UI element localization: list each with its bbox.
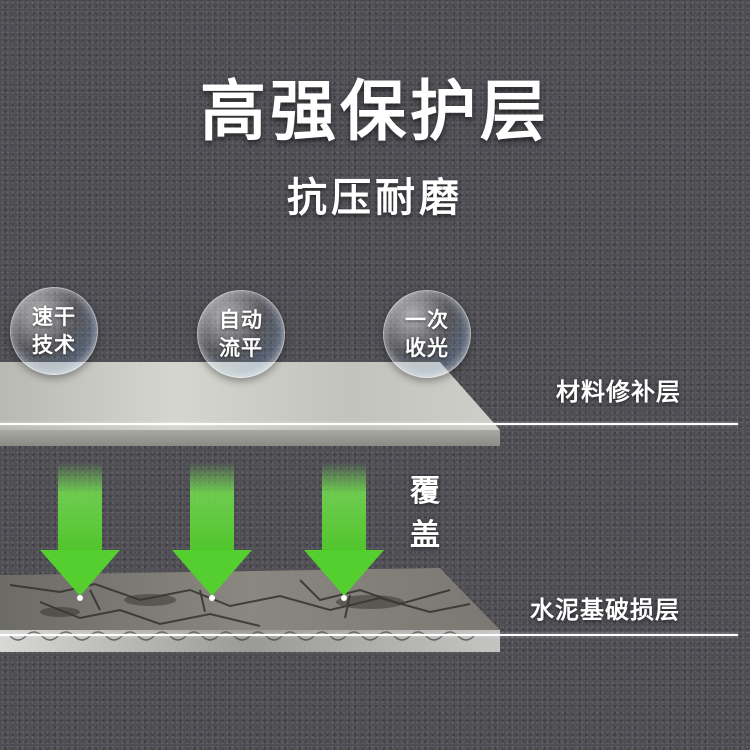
page-subtitle: 抗压耐磨: [287, 175, 463, 221]
arrow-1-icon: [40, 462, 120, 596]
bottom-slab-surface: [0, 568, 500, 630]
top-slab-surface: [0, 362, 500, 430]
top-slab-edge: [0, 430, 500, 446]
top-layer-label: 材料修补层: [556, 378, 681, 406]
cover-char-1: 覆: [410, 474, 440, 509]
feature-line2: 流平: [219, 336, 263, 360]
sparkle-icons: [77, 595, 347, 601]
cover-label: 覆 盖: [410, 470, 440, 558]
bottom-layer-label: 水泥基破损层: [530, 596, 680, 624]
feature-line1: 速干: [32, 305, 76, 329]
arrow-2-icon: [172, 462, 252, 596]
arrow-3-icon: [304, 462, 384, 596]
edge-pattern: [9, 631, 475, 641]
bottom-layer-guide-line: [0, 634, 738, 636]
feature-line1: 一次: [405, 308, 449, 332]
feature-line2: 收光: [405, 336, 449, 360]
feature-bubble-one-finish: 一次 收光: [383, 290, 471, 378]
feature-bubble-self-leveling: 自动 流平: [197, 290, 285, 378]
feature-line1: 自动: [219, 308, 263, 332]
top-layer-guide-line: [0, 423, 738, 425]
cover-char-2: 盖: [410, 518, 440, 553]
feature-bubble-quick-dry: 速干 技术: [10, 287, 98, 375]
page-title: 高强保护层: [200, 73, 550, 150]
feature-line2: 技术: [32, 333, 76, 357]
crack-stains: [40, 594, 404, 617]
